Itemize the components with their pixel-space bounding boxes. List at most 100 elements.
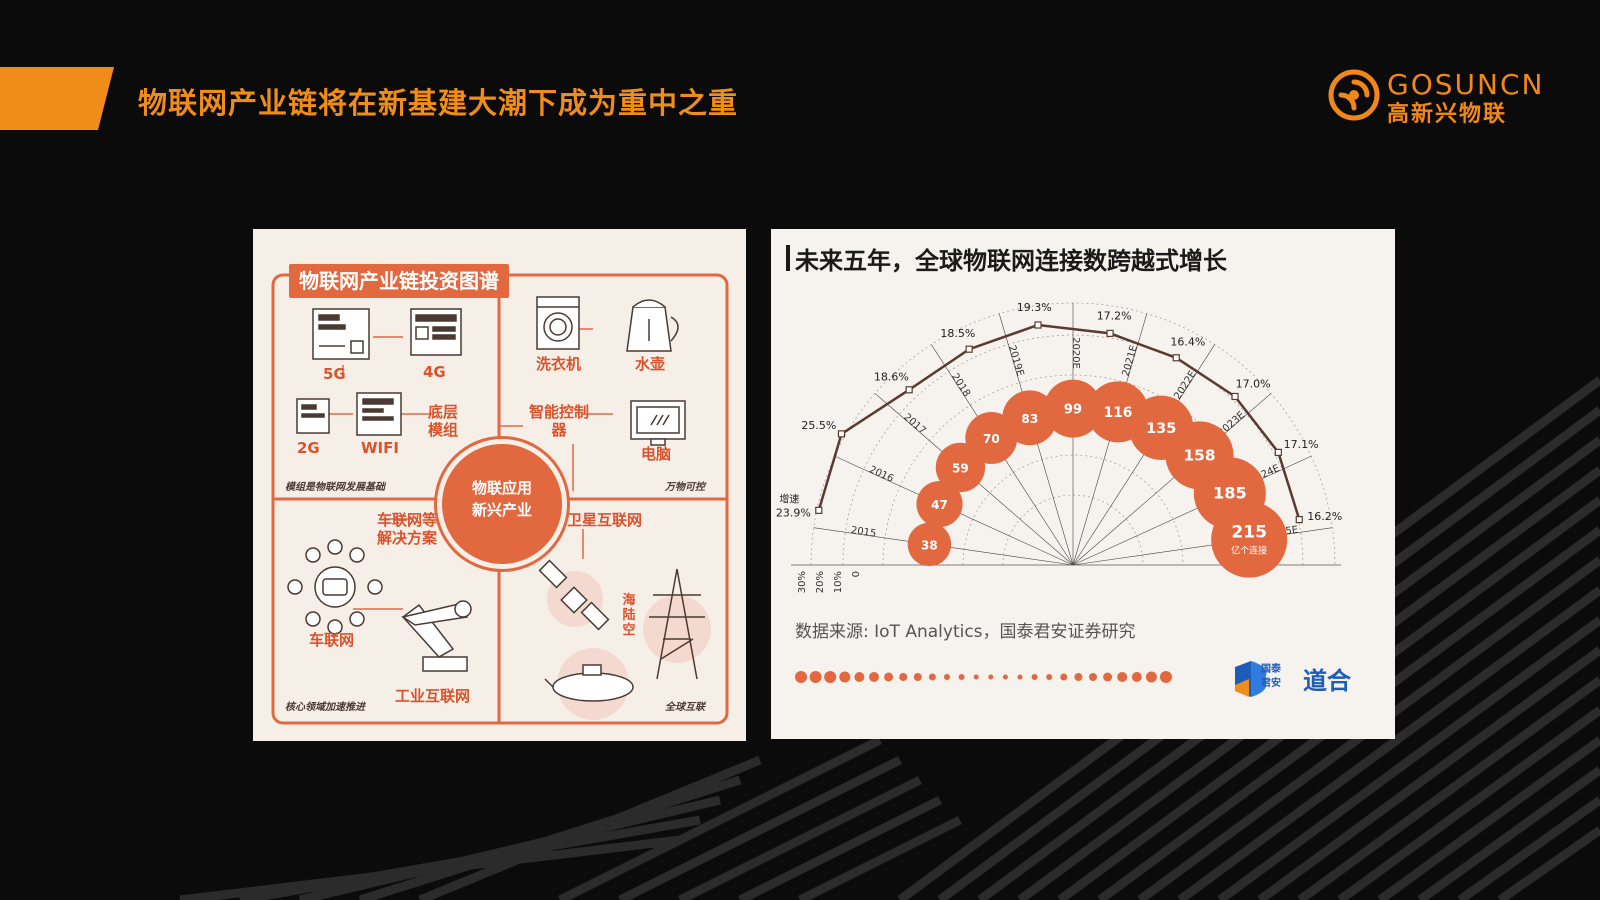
divider-dot: [1131, 672, 1142, 682]
bubble-value-label: 215: [1231, 523, 1267, 543]
growth-rate-marker: [905, 386, 913, 394]
growth-rate-line: [817, 323, 1301, 520]
divider-dot: [824, 671, 837, 683]
year-label: 2019E: [1006, 344, 1026, 378]
label-industrial-internet: 工业互联网: [395, 687, 471, 705]
growth-rate-label: 17.0%: [1236, 377, 1271, 390]
title-accent-bar: [0, 67, 114, 130]
divider-dot: [839, 671, 851, 683]
year-label: 2017: [901, 412, 927, 437]
bubble-value-label: 185: [1213, 483, 1247, 502]
divider-dot: [1103, 672, 1113, 682]
iot-connections-chart: 30%20%10%0增速23.9%25.5%18.6%18.5%19.3%17.…: [776, 301, 1342, 593]
divider-dot: [795, 671, 807, 683]
caption-module-foundation: 模组是物联网发展基础: [285, 482, 385, 493]
computer-icon: [630, 400, 686, 446]
year-label: 2022E: [1172, 369, 1198, 402]
device-5g-icon: [312, 308, 370, 360]
gtja-logo-icon: [1235, 661, 1267, 697]
growth-rate-marker: [1034, 321, 1042, 329]
axis-tick-label: 30%: [797, 571, 808, 593]
growth-rate-label: 17.1%: [1284, 438, 1319, 451]
growth-rate-marker: [1231, 392, 1239, 401]
bubble-value-label: 59: [952, 461, 969, 475]
radial-spoke: [1072, 393, 1272, 566]
growth-rate-label: 18.5%: [940, 327, 975, 340]
label-2g: 2G: [297, 439, 320, 457]
grid-arc: [962, 454, 1184, 566]
growth-rate-label: 25.5%: [801, 419, 836, 432]
growth-rate-label: 19.3%: [1017, 301, 1052, 314]
label-smart-controller: 智能控制器: [529, 403, 590, 439]
investment-map-title: 物联网产业链投资图谱: [289, 264, 509, 298]
growth-rate-marker: [1274, 448, 1282, 457]
year-label: 2021E: [1121, 344, 1141, 378]
label-computer: 电脑: [641, 445, 672, 463]
growth-rate-label: 16.2%: [1307, 510, 1342, 523]
bubble-value-label: 47: [931, 498, 948, 512]
gosuncn-logo: GOSUNCN 高新兴物联: [1325, 66, 1545, 127]
radial-spoke: [1072, 455, 1312, 566]
bubble-unit-label: 亿个连接: [1231, 545, 1267, 557]
bubble-value-label: 99: [1064, 403, 1082, 418]
divider-dot: [1089, 673, 1097, 681]
axis-tick-label: 20%: [815, 571, 826, 593]
device-4g-icon: [410, 308, 462, 356]
label-wifi: WIFI: [361, 439, 399, 457]
divider-dot: [869, 672, 879, 682]
footer-brand: 道合: [1303, 667, 1351, 695]
divider-dot: [928, 673, 936, 681]
logo-english-text: GOSUNCN: [1387, 68, 1545, 101]
divider-dot: [809, 671, 822, 683]
bubble-value-label: 70: [983, 432, 1000, 446]
axis-tick-label: 10%: [833, 571, 844, 593]
submarine-icon: [544, 648, 634, 720]
chart-title: 未来五年，全球物联网连接数跨越式增长: [786, 241, 1227, 276]
divider-dot: [958, 674, 965, 680]
growth-rate-label: 17.2%: [1097, 310, 1132, 323]
year-label: 2016: [867, 464, 895, 485]
connection-bubble: [1211, 501, 1288, 578]
label-module: 底层模组: [427, 403, 458, 439]
bubble-value-label: 158: [1184, 446, 1216, 464]
divider-dot: [884, 672, 894, 682]
connection-bubble: [907, 522, 952, 567]
bubble-value-label: 135: [1146, 421, 1176, 437]
robot-arm-icon: [401, 600, 472, 672]
divider-dot: [973, 674, 979, 680]
power-tower-icon: [643, 568, 711, 680]
bubble-value-label: 83: [1021, 412, 1038, 426]
caption-core-fields: 核心领域加速推进: [285, 702, 365, 713]
growth-rate-label: 18.6%: [874, 371, 909, 384]
satellite-icon: [538, 559, 610, 631]
vehicle-network-icon: [287, 539, 383, 635]
logo-chinese-text: 高新兴物联: [1387, 102, 1508, 127]
slide-title: 物联网产业链将在新基建大潮下成为重中之重: [138, 86, 739, 120]
label-kettle: 水壶: [635, 355, 666, 373]
washing-machine-icon: [536, 296, 580, 350]
label-vehicle-network: 车联网: [309, 631, 355, 649]
growth-rate-marker: [1295, 516, 1303, 524]
divider-dot: [899, 673, 908, 681]
label-satellite-internet: 卫星互联网: [567, 511, 643, 529]
kettle-icon: [626, 299, 679, 352]
divider-dot: [1002, 674, 1008, 680]
divider-dot: [1074, 673, 1083, 681]
growth-rate-label: 23.9%: [776, 507, 811, 520]
divider-dot: [1017, 674, 1023, 680]
bubble-value-label: 116: [1104, 405, 1133, 421]
growth-rate-label: 16.4%: [1170, 336, 1205, 349]
axis-tick-label: 0: [851, 571, 862, 577]
year-label: 2018: [949, 372, 972, 399]
gosuncn-swirl-icon: [1328, 69, 1380, 121]
growth-rate-marker: [837, 430, 846, 438]
data-source-note: 数据来源: IoT Analytics，国泰君安证券研究: [795, 622, 1136, 642]
center-line-1: 物联应用: [471, 479, 532, 497]
growth-rate-marker: [1172, 354, 1180, 362]
radial-spoke: [1072, 527, 1333, 566]
label-5g: 5G: [323, 365, 346, 383]
growth-rate-marker: [815, 506, 823, 514]
divider-dot: [988, 674, 994, 680]
